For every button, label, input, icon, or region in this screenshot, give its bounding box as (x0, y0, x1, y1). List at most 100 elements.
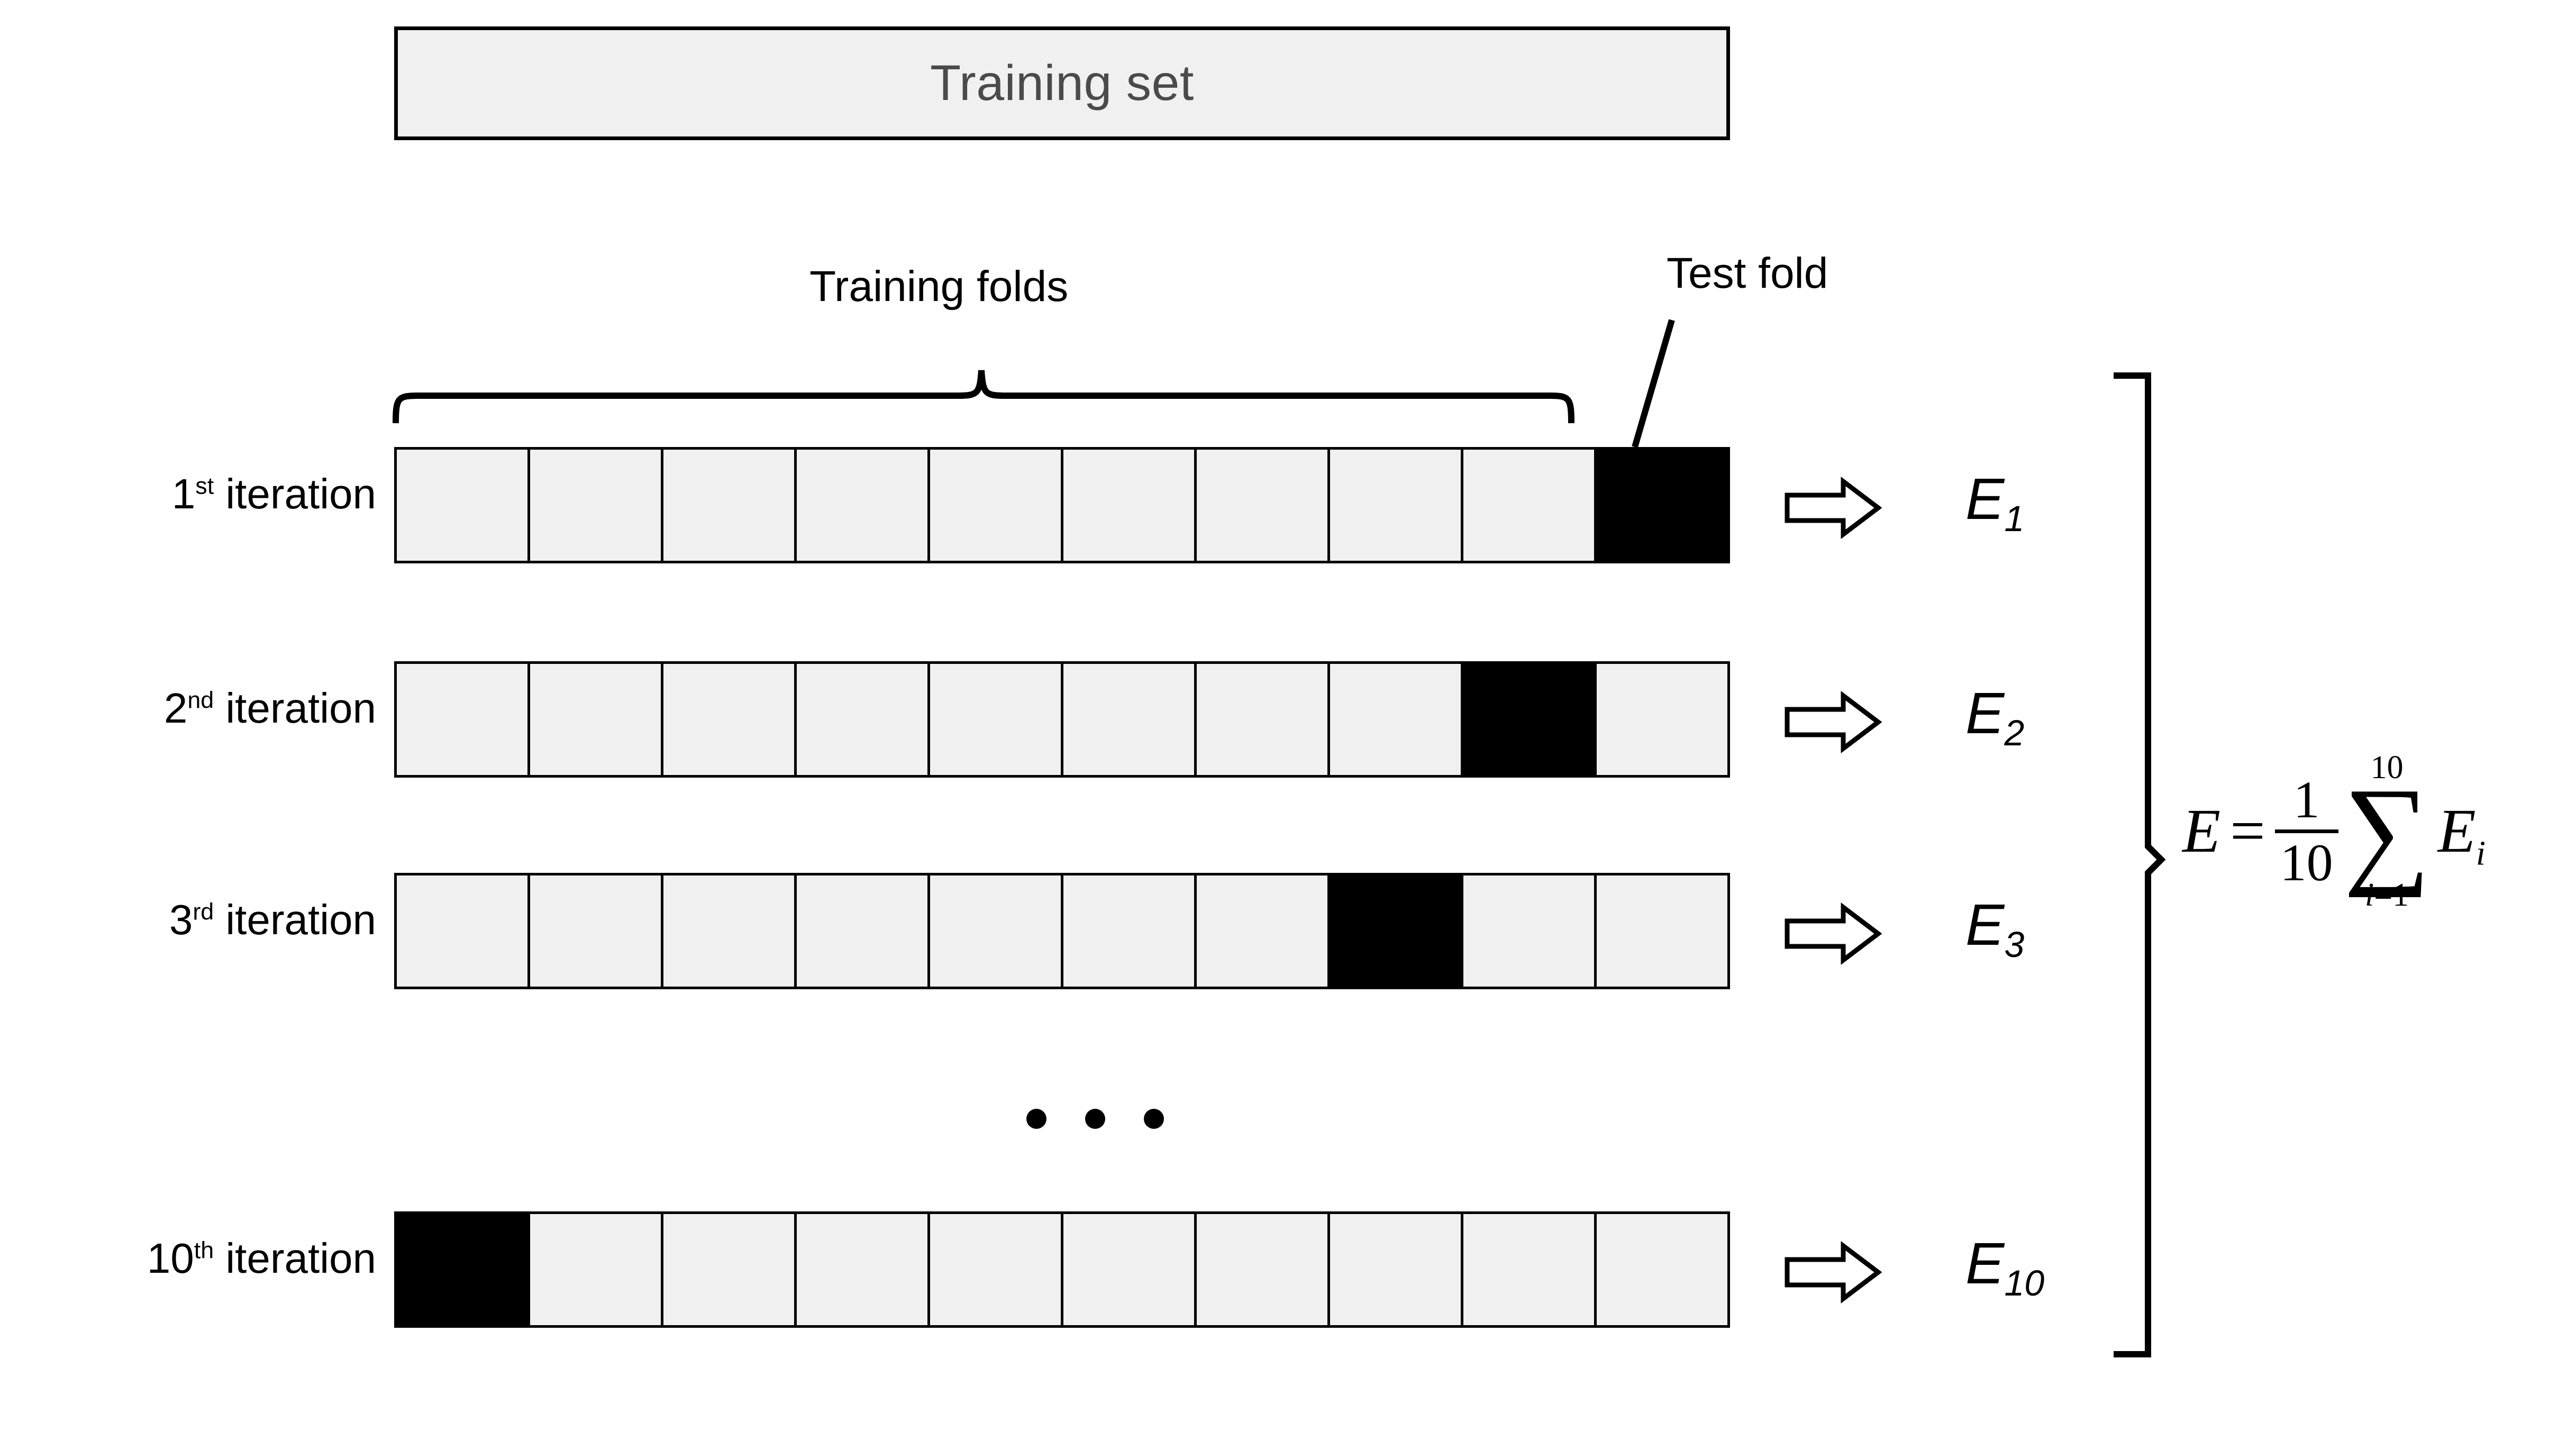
fold-cell[interactable] (661, 1211, 794, 1328)
fold-cell[interactable] (1461, 447, 1594, 563)
error-subscript: 10 (2004, 1263, 2045, 1303)
summation-index-var: i (2365, 877, 2374, 913)
fold-cell[interactable] (1061, 873, 1194, 989)
fold-cell[interactable] (394, 661, 527, 778)
fold-cell[interactable] (1461, 1211, 1594, 1328)
right-block-arrow (1785, 902, 1882, 965)
iteration-number: 10 (147, 1235, 194, 1282)
test-fold-cell[interactable] (1461, 661, 1594, 778)
test-fold-cell[interactable] (1327, 873, 1461, 989)
fold-cell[interactable] (1594, 1211, 1730, 1328)
iteration-number: 3 (169, 896, 193, 943)
iteration-ordinal-suffix: st (195, 472, 214, 499)
iteration-number: 2 (163, 685, 188, 732)
results-bracket (2114, 372, 2166, 1357)
fold-cell[interactable] (927, 661, 1061, 778)
training-folds-label: Training folds (809, 262, 1069, 311)
iteration-ordinal-suffix: nd (187, 687, 214, 714)
fold-cell[interactable] (1327, 1211, 1461, 1328)
fraction-bar (2274, 829, 2338, 833)
fold-cell[interactable] (1061, 1211, 1194, 1328)
iteration-label-10: 10th iteration (27, 1234, 376, 1283)
fold-cell[interactable] (927, 1211, 1061, 1328)
fold-row-1 (394, 447, 1730, 563)
fold-cell[interactable] (661, 661, 794, 778)
formula-numerator: 1 (2293, 770, 2320, 829)
formula-term: Ei (2437, 795, 2486, 871)
fold-cell[interactable] (661, 447, 794, 563)
formula-lhs: E (2182, 796, 2221, 866)
error-label-3: E3 (1965, 891, 2024, 963)
fold-cell[interactable] (1327, 661, 1461, 778)
test-fold-label: Test fold (1667, 249, 1828, 297)
fold-cell[interactable] (1461, 873, 1594, 989)
iteration-number: 1 (171, 470, 196, 517)
error-symbol: E (1965, 892, 2005, 957)
mean-error-formula: E = 1 10 10 ∑ i=1 Ei (2182, 751, 2486, 911)
fold-cell[interactable] (927, 873, 1061, 989)
test-fold-leader-line (1632, 319, 1675, 448)
error-label-1: E1 (1965, 466, 2024, 537)
iteration-word: iteration (214, 685, 376, 732)
fold-cell[interactable] (794, 447, 927, 563)
fold-cell[interactable] (527, 1211, 661, 1328)
fold-cell[interactable] (794, 873, 927, 989)
fold-cell[interactable] (1194, 661, 1327, 778)
fold-cell[interactable] (1194, 447, 1327, 563)
fold-row-10 (394, 1211, 1730, 1328)
iteration-label-3: 3rd iteration (27, 896, 376, 944)
iteration-label-1: 1st iteration (27, 470, 376, 518)
fold-row-2 (394, 661, 1730, 778)
formula-summation: 10 ∑ i=1 (2344, 751, 2431, 911)
iteration-ordinal-suffix: th (194, 1237, 214, 1264)
error-label-2: E2 (1965, 680, 2024, 751)
right-block-arrow (1785, 1241, 1882, 1304)
error-label-10: E10 (1965, 1230, 2044, 1301)
test-fold-cell[interactable] (1594, 447, 1730, 563)
fold-cell[interactable] (794, 661, 927, 778)
error-symbol: E (1965, 1231, 2005, 1296)
fold-cell[interactable] (1061, 661, 1194, 778)
right-block-arrow (1785, 690, 1882, 754)
summation-lower-eq: =1 (2374, 877, 2409, 913)
fold-cell[interactable] (1194, 1211, 1327, 1328)
fold-cell[interactable] (1194, 873, 1327, 989)
fold-cell[interactable] (527, 661, 661, 778)
ellipsis-dot (1144, 1109, 1164, 1129)
fold-cell[interactable] (661, 873, 794, 989)
error-symbol: E (1965, 467, 2005, 532)
iteration-label-2: 2nd iteration (27, 684, 376, 733)
formula-equals: = (2230, 796, 2265, 866)
iteration-word: iteration (214, 470, 376, 517)
test-fold-cell[interactable] (394, 1211, 527, 1328)
right-block-arrow (1785, 476, 1882, 540)
error-symbol: E (1965, 681, 2005, 746)
fold-cell[interactable] (527, 873, 661, 989)
fold-cell[interactable] (394, 873, 527, 989)
fold-cell[interactable] (927, 447, 1061, 563)
summation-lower-limit: i=1 (2365, 879, 2409, 911)
iteration-word: iteration (214, 896, 376, 943)
fold-cell[interactable] (527, 447, 661, 563)
formula-term-symbol: E (2437, 796, 2476, 866)
iteration-ordinal-suffix: rd (193, 898, 214, 925)
fold-cell[interactable] (1327, 447, 1461, 563)
summation-upper-limit: 10 (2370, 750, 2404, 786)
fold-cell[interactable] (394, 447, 527, 563)
error-subscript: 2 (2004, 713, 2025, 753)
error-subscript: 3 (2004, 925, 2025, 965)
sigma-icon: ∑ (2343, 763, 2431, 898)
ellipsis-indicator (1026, 1103, 1164, 1135)
formula-fraction: 1 10 (2274, 770, 2338, 892)
error-subscript: 1 (2004, 499, 2025, 539)
iteration-word: iteration (214, 1235, 376, 1282)
fold-cell[interactable] (1061, 447, 1194, 563)
ellipsis-dot (1026, 1109, 1046, 1129)
fold-cell[interactable] (1594, 873, 1730, 989)
training-set-box: Training set (394, 26, 1730, 140)
fold-cell[interactable] (794, 1211, 927, 1328)
fold-cell[interactable] (1594, 661, 1730, 778)
fold-row-3 (394, 873, 1730, 989)
formula-denominator: 10 (2280, 833, 2333, 892)
